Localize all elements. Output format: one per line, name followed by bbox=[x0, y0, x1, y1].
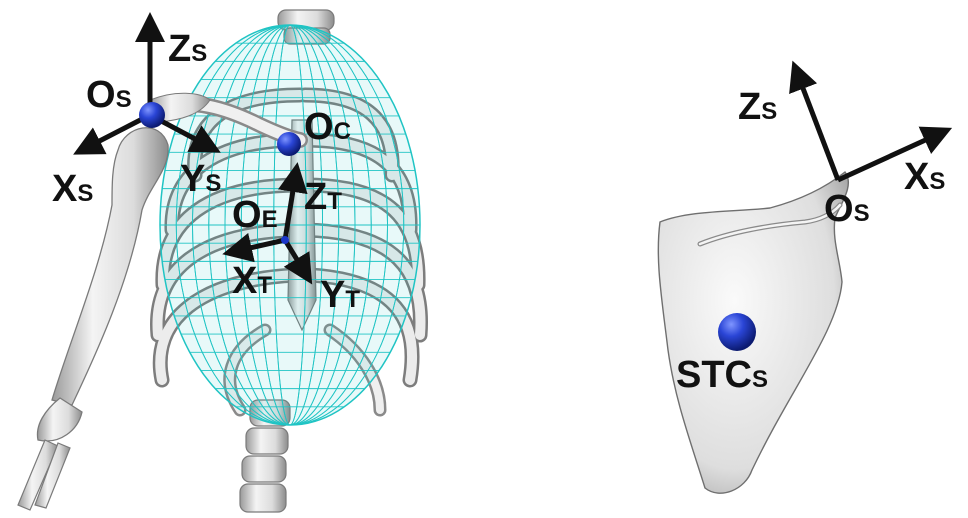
shoulder-origin-label-main: O bbox=[86, 74, 116, 116]
thorax-z-label-sub: T bbox=[327, 188, 342, 215]
contact-point-label: STCS bbox=[676, 356, 768, 394]
thorax-z-label: ZT bbox=[304, 178, 342, 216]
scapula-x-label: XS bbox=[904, 158, 945, 196]
shoulder-x-label: XS bbox=[52, 170, 93, 208]
shoulder-z-label: ZS bbox=[168, 30, 207, 68]
thorax-x-label: XT bbox=[232, 262, 272, 300]
shoulder-origin-label: OS bbox=[86, 76, 132, 114]
scapula-x-label-main: X bbox=[904, 156, 929, 198]
thorax-y-label: YT bbox=[320, 276, 360, 314]
shoulder-z-label-main: Z bbox=[168, 28, 191, 70]
thorax-origin-dot bbox=[281, 236, 289, 244]
scapula-z-label-sub: S bbox=[761, 98, 777, 125]
contact-point-label-sub: S bbox=[752, 366, 768, 393]
scapula-z-label-main: Z bbox=[738, 86, 761, 128]
thorax-center-label: OC bbox=[304, 108, 351, 146]
scapula-z-label: ZS bbox=[738, 88, 777, 126]
scapula-origin-label: OS bbox=[824, 190, 870, 228]
thorax-center-label-main: O bbox=[304, 106, 334, 148]
shoulder-x-label-sub: S bbox=[77, 180, 93, 207]
thorax-mesh-ellipsoid bbox=[160, 25, 420, 425]
scapula-origin-label-sub: S bbox=[854, 200, 870, 227]
thorax-skeleton-figure bbox=[18, 10, 421, 512]
contact-point-label-main: STC bbox=[676, 354, 752, 396]
shoulder-origin-label-sub: S bbox=[116, 86, 132, 113]
shoulder-y-label-main: Y bbox=[180, 158, 205, 200]
shoulder-origin-point bbox=[139, 102, 165, 128]
thorax-z-label-main: Z bbox=[304, 176, 327, 218]
scapula-contact-point bbox=[718, 313, 756, 351]
shoulder-y-label: YS bbox=[180, 160, 221, 198]
thorax-x-label-main: X bbox=[232, 260, 257, 302]
thorax-center-label-sub: C bbox=[334, 118, 351, 145]
shoulder-y-label-sub: S bbox=[205, 170, 221, 197]
thorax-origin-label-sub: E bbox=[262, 206, 278, 233]
scapula-z-axis-arrow bbox=[796, 70, 838, 180]
thorax-origin-label: OE bbox=[232, 196, 278, 234]
thorax-y-label-main: Y bbox=[320, 274, 345, 316]
shoulder-z-label-sub: S bbox=[191, 40, 207, 67]
thorax-origin-label-main: O bbox=[232, 194, 262, 236]
thorax-center-point bbox=[277, 132, 301, 156]
shoulder-x-label-main: X bbox=[52, 168, 77, 210]
thorax-x-label-sub: T bbox=[257, 272, 272, 299]
thorax-y-label-sub: T bbox=[345, 286, 360, 313]
scapula-x-label-sub: S bbox=[929, 168, 945, 195]
scapula-origin-label-main: O bbox=[824, 188, 854, 230]
